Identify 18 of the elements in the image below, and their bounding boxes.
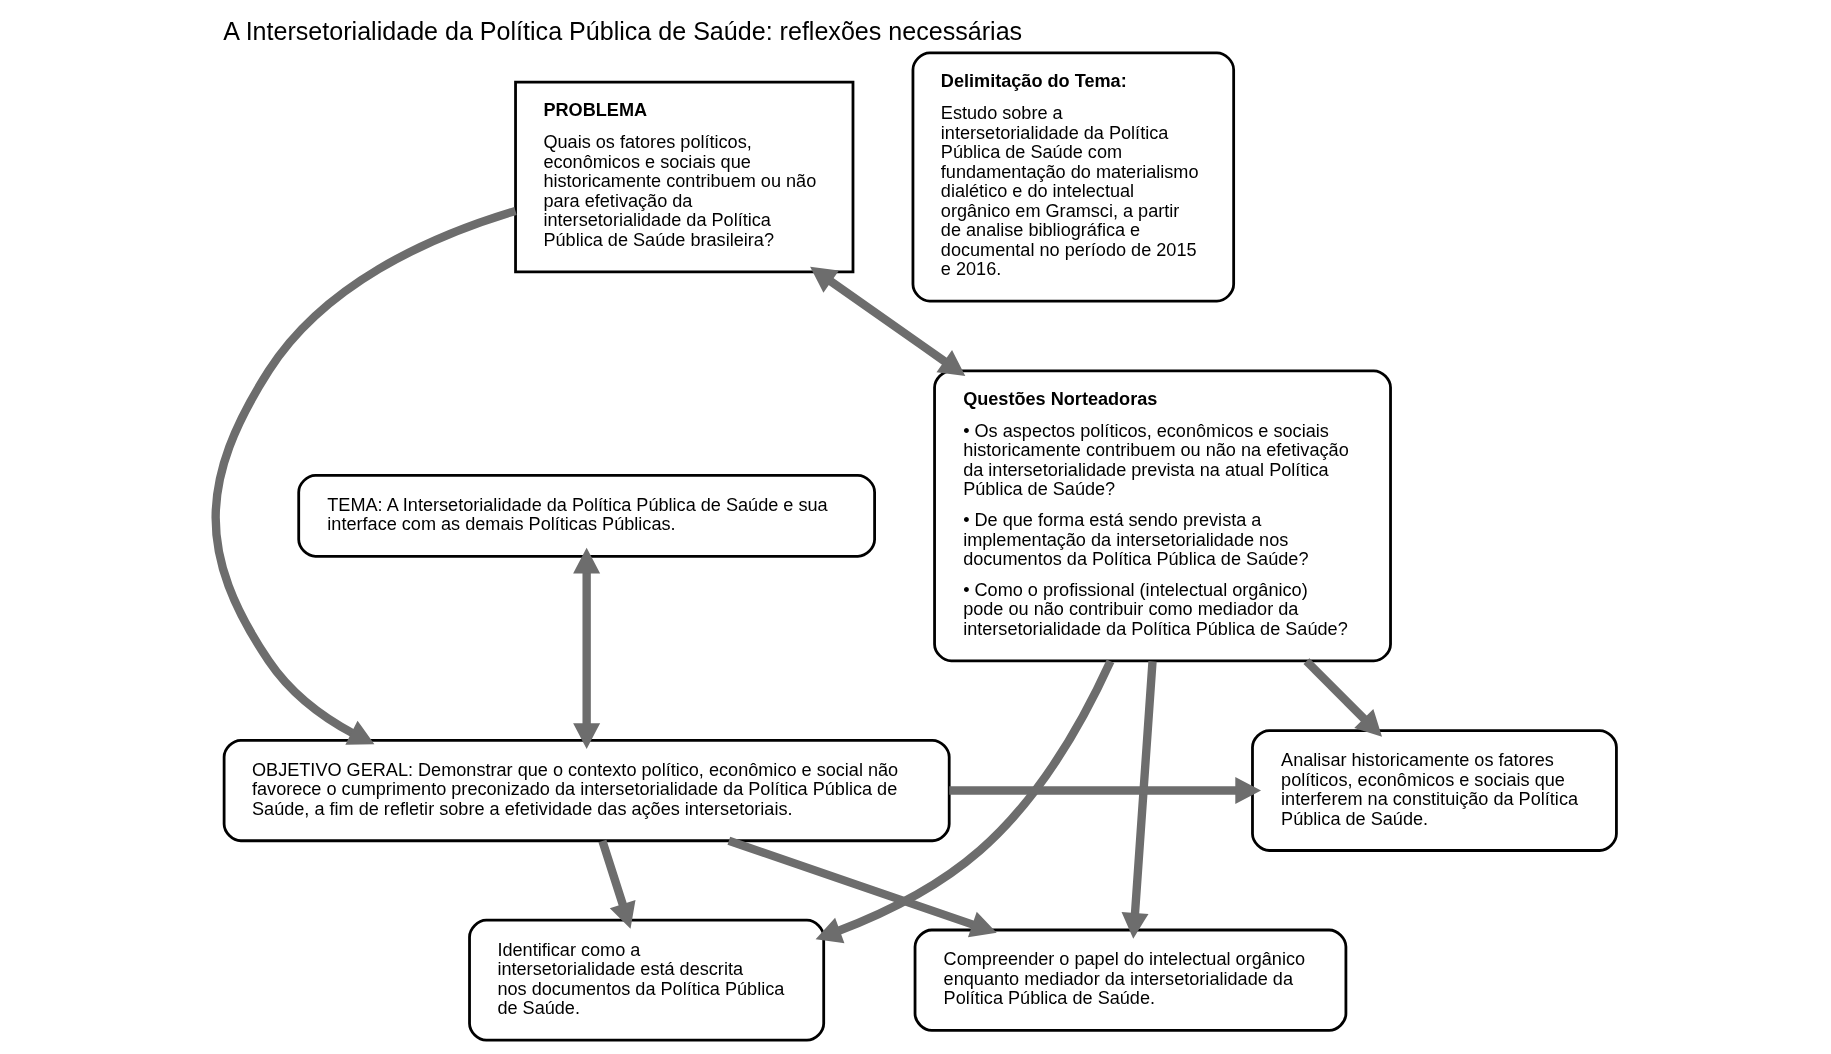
arrow (809, 266, 965, 376)
arrow (597, 839, 635, 929)
node-box: OBJETIVO GERAL: Demonstrar que o contexto político, econômico e social não favorece o cumprimento preconizado da intersetorialidade da Política Pública de Saúde, a fim de refletir sobre a efetividade das ações intersetoriais. (222, 738, 951, 843)
arrow (572, 547, 600, 749)
arrow (1121, 661, 1157, 939)
node-box: Questões Norteadoras • Os aspectos políticos, econômicos e sociais historicamente contribuem ou não na efetivação da intersetorialidade prevista na atual Política Pública de Saúde? • De que forma está sendo prevista a implementação da intersetorialidade nos documentos da Política Pública de Saúde? • Como o profissional (intelectual orgânico) pode ou não contribuir como mediador da intersetorialidade da Política Pública de Saúde? (932, 369, 1392, 663)
arrow (211, 206, 517, 745)
node-box: PROBLEMA Quais os fatores políticos, econômicos e sociais que historicamente contribuem ou não para efetivação da intersetorialidade da Política Pública de Saúde brasileira? (513, 80, 854, 274)
diagram-title: A Intersetorialidade da Política Pública de Saúde: reflexões necessárias (222, 16, 1022, 45)
node-box: TEMA: A Intersetorialidade da Política Pública de Saúde e sua interface com as demais Políticas Públicas. (296, 474, 876, 558)
arrow (948, 777, 1261, 805)
arrow (815, 659, 1114, 944)
node-box: Identificar como a intersetorialidade está descrita nos documentos da Política Pública de Saúde. (467, 918, 825, 1042)
node-box: Delimitação do Tema: Estudo sobre a intersetorialidade da Política Pública de Saúde com fundamentação do materialismo dialético e do intelectual orgânico em Gramsci, a partir de analise bibliográfica e documental no período de 2015 e 2016. (911, 51, 1235, 303)
node-box: Compreender o papel do intelectual orgânico enquanto mediador da intersetorialidade da Política Pública de Saúde. (913, 928, 1347, 1032)
arrow (1303, 658, 1382, 737)
node-box: Analisar historicamente os fatores políticos, econômicos e sociais que interferem na constituição da Política Pública de Saúde. (1250, 729, 1618, 852)
arrow (726, 836, 997, 938)
